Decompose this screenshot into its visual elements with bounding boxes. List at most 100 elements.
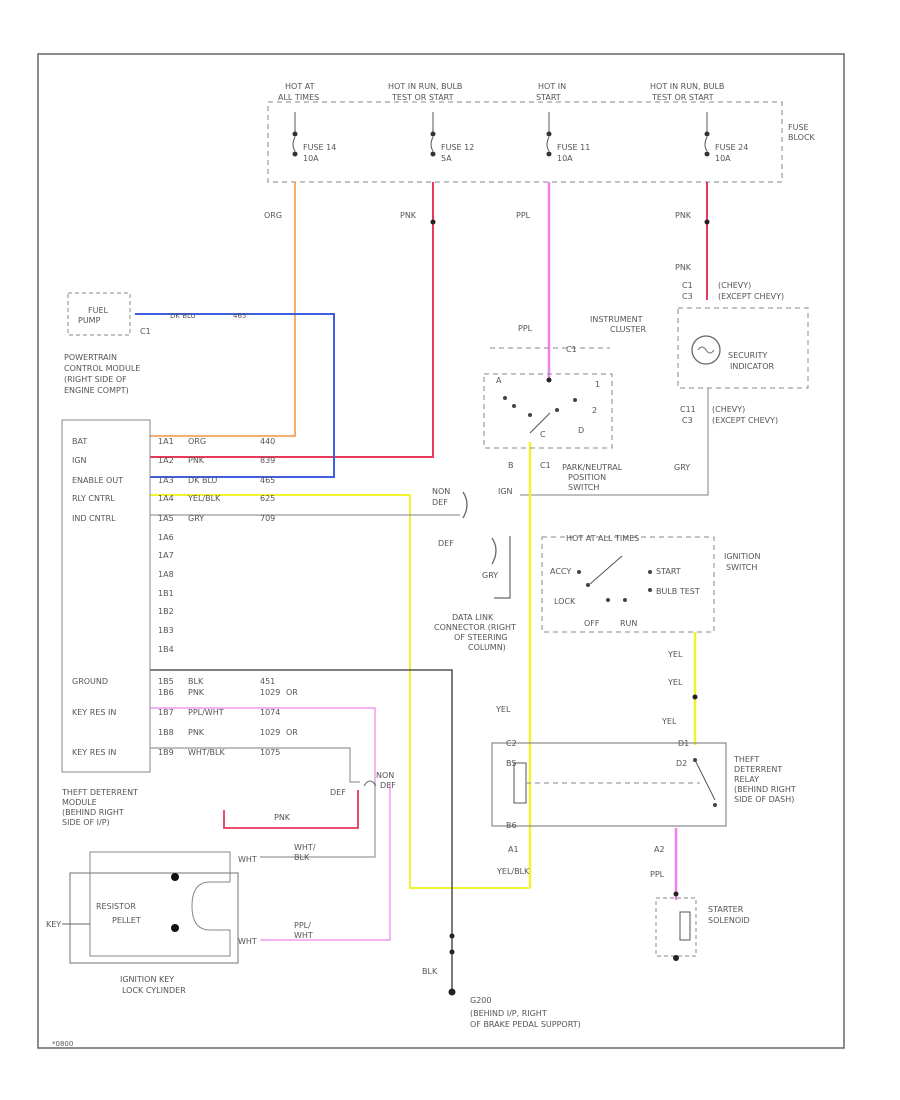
pcm-pin-circuit: 709 (260, 514, 275, 523)
diagram-id: *0800 (52, 1040, 73, 1048)
splice-dot (430, 219, 436, 225)
wire-gry-cluster (520, 388, 709, 496)
relay-pin-d1: D1 (678, 739, 689, 748)
pcm-pin-id: 1B1 (158, 589, 174, 598)
relay-box (491, 742, 727, 827)
pcm-pin-wire: YEL/BLK (187, 494, 221, 503)
pcm-pin-id: 1B2 (158, 607, 174, 616)
dlc-non: NON (432, 487, 450, 496)
pcm-pin-id: 1A8 (158, 570, 174, 579)
pcm-pin-id: 1B5 (158, 677, 174, 686)
cluster-c1: C1 (566, 345, 577, 354)
pcm-pin-id: 1B7 (158, 708, 174, 717)
wire-label-yel-pn: YEL (495, 705, 511, 714)
wire-ppl-wht-vats (260, 782, 391, 941)
dlc-def-2: DEF (438, 539, 454, 548)
ign-pos-accy: ACCY (550, 567, 571, 576)
ign-hot-label: HOT AT ALL TIMES (566, 534, 639, 543)
ign-pos-start: START (656, 567, 681, 576)
vats-contact (171, 873, 179, 881)
fuel-pump-wire: DK BLU (170, 312, 196, 320)
ign-pos-bulb: BULB TEST (656, 587, 700, 596)
pcm-pin-name: IGN (72, 456, 87, 465)
relay-pin-a1: A1 (508, 845, 519, 854)
pcm-pin-circuit: 440 (260, 437, 275, 446)
relay-pin-d2: D2 (676, 759, 687, 768)
pn-pin-c: C (540, 430, 546, 439)
pcm-pin-row: 1A7 (158, 551, 174, 560)
pcm-pin-name: KEY RES IN (72, 708, 116, 717)
key-label: KEY (46, 920, 61, 929)
pcm-pin-wire: DK BLU (188, 476, 217, 485)
relay-pin-b5: B5 (506, 759, 517, 768)
relay-pin-c2: C2 (506, 739, 517, 748)
pcm-pin-id: 1A4 (158, 494, 174, 503)
pcm-pin-name: KEY RES IN (72, 748, 116, 757)
ignition-switch: HOT AT ALL TIMES ACCY LOCK OFF RUN START… (541, 534, 760, 633)
pn-extra-b: B (508, 461, 514, 470)
pcm-pin-wire: WHT/BLK (188, 748, 225, 757)
vats-wire-b-conn: WHT (238, 937, 257, 946)
ign-pos-run: RUN (620, 619, 637, 628)
wire-pnk-theft (223, 790, 359, 829)
pcm-pin-row: 1A6 (158, 533, 174, 542)
splice-dot (449, 949, 455, 955)
pn-pin-1: 1 (595, 380, 600, 389)
wire-ppl-wht-key (150, 707, 376, 782)
pcm-pin-id: 1B8 (158, 728, 174, 737)
lock-cylinder-box (69, 872, 239, 964)
pcm-pin-circuit: 839 (260, 456, 275, 465)
wire-yel-blk-rly (150, 494, 530, 889)
pcm-pin-circuit: 1075 (260, 748, 280, 757)
pn-ign-label: IGN (498, 487, 513, 496)
pcm-pin-row: 1B2 (158, 607, 174, 616)
pcm-pin-id: 1B6 (158, 688, 174, 697)
splice-dot (673, 891, 679, 897)
fuel-pump-conn: C1 (140, 327, 151, 336)
pcm-pin-name: IND CNTRL (72, 514, 116, 523)
pcm-pin-wire: GRY (188, 514, 204, 523)
pcm-pin-wire: ORG (188, 437, 206, 446)
pcm-pin-wire: PPL/WHT (188, 708, 224, 717)
pcm-or-label: OR (286, 688, 298, 697)
dlc-def: DEF (432, 498, 448, 507)
vats-wire-a-conn: WHT (238, 855, 257, 864)
pcm-pin-circuit: 1074 (260, 708, 280, 717)
pcm-pin-circuit: 625 (260, 494, 275, 503)
wire-label-theft-pnk: PNK (274, 813, 291, 822)
pcm-pin-id: 1B4 (158, 645, 174, 654)
pcm-pin-circuit: 465 (260, 476, 275, 485)
